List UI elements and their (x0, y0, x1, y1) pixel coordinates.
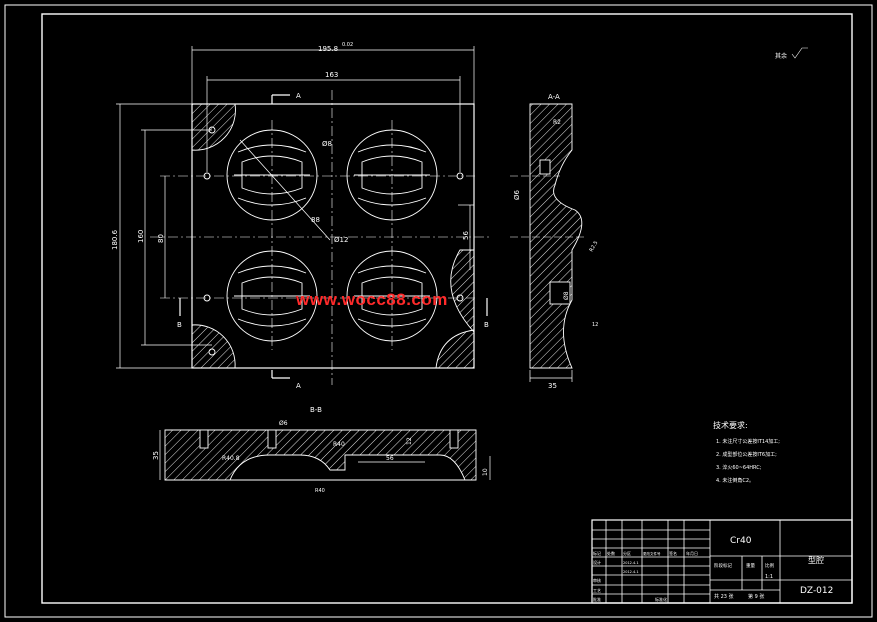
aa-dim-r: R2 (553, 119, 561, 126)
roughness-note: 其余 (775, 52, 787, 60)
tb-role-design: 设计 (593, 559, 601, 565)
tb-sheet-no: 第 9 张 (748, 593, 764, 600)
section-bb-view (159, 429, 491, 481)
tb-date1: 2012.4.1 (623, 561, 639, 565)
dia-label: Ø12 (334, 236, 348, 244)
dim-top-tol: 0.02 (342, 42, 353, 48)
bb-dim-r1: R40 (333, 441, 345, 448)
notes-title: 技术要求: (713, 420, 748, 430)
outer-border (4, 4, 873, 618)
aa-pocket (549, 281, 571, 305)
dim-center: 88 (311, 216, 320, 224)
aa-body (529, 103, 583, 369)
tb-std-label: 标准化 (655, 596, 667, 602)
tech-notes: 技术要求: 1. 未注尺寸公差按IT14加工; 2. 成型部位公差按IT6加工;… (713, 420, 780, 484)
plate-outline (191, 103, 475, 369)
dim-left: 180.6 (111, 229, 119, 250)
front-dimensions (116, 46, 475, 369)
bb-cutout (229, 454, 466, 481)
note-item-4: 4. 未注倒角C2。 (716, 477, 754, 484)
bb-dim-h2: 10 (482, 468, 489, 476)
tb-scale-label: 比例 (765, 562, 774, 569)
section-aa-view (510, 103, 585, 382)
side-boss-r (450, 249, 475, 334)
front-view (116, 46, 490, 385)
bb-dim-left: 35 (152, 451, 160, 460)
section-b-left: B (177, 321, 182, 329)
note-item-2: 2. 成型部位公差按IT6加工; (716, 451, 777, 458)
aa-dim-small: 12 (592, 322, 598, 328)
section-a-top: A (296, 92, 301, 100)
bb-dim-h: 12 (406, 437, 413, 445)
title-block-text: Cr40 型腔 DZ-012 1:1 共 23 张 第 9 张 阶段标记 重量 … (593, 536, 833, 602)
aa-dim-r2: R2.5 (589, 240, 600, 253)
center-lines (150, 90, 490, 385)
watermark: www.wocc88.com (296, 290, 448, 309)
dim-mid: 163 (325, 71, 338, 79)
bb-dim-r2: R40.8 (222, 455, 240, 462)
title-block (591, 519, 853, 604)
dim-left2: 160 (137, 230, 145, 243)
roughness-symbol (791, 47, 808, 59)
tb-row-label-4: 签名 (669, 550, 677, 556)
aa-dim-mid: Ø8 (563, 291, 570, 300)
tb-row-label-2: 分区 (623, 550, 631, 556)
tb-sheet-total: 共 23 张 (714, 593, 734, 600)
tb-role-process: 工艺 (593, 588, 601, 593)
tb-scale: 1:1 (765, 574, 773, 580)
note-item-1: 1. 未注尺寸公差按IT14加工; (716, 438, 780, 445)
inner-border (41, 13, 853, 604)
hole-label: Ø8 (322, 140, 332, 148)
bb-dim-mid: 56 (386, 455, 394, 462)
note-item-3: 3. 淬火60~64HRC; (716, 464, 762, 471)
tb-row-label-3: 更改文件号 (643, 551, 661, 556)
tb-role-review: 审核 (593, 577, 601, 583)
tb-stage-label: 阶段标记 (714, 562, 732, 569)
aa-title: A-A (548, 93, 560, 101)
dim-left3: 80 (157, 234, 165, 243)
bb-dim-d: Ø6 (279, 420, 288, 427)
section-a-bottom: A (296, 382, 301, 390)
corner-boss-bl (191, 324, 236, 369)
tb-weight-label: 重量 (746, 562, 755, 569)
corner-boss-br (435, 329, 475, 369)
section-marks (179, 94, 488, 379)
diag-dim-line (239, 139, 331, 241)
aa-dim-left: Ø6 (513, 189, 521, 200)
dim-top: 195.8 (318, 45, 338, 53)
section-b-right: B (484, 321, 489, 329)
tb-row-label-1: 处数 (607, 550, 615, 556)
bb-dim-r3: R40 (315, 488, 325, 494)
tb-row-label-0: 标记 (593, 550, 601, 556)
tb-role-approve: 批准 (593, 596, 601, 602)
tb-material: Cr40 (730, 536, 752, 546)
pin-hole-bl (208, 348, 216, 356)
tb-drawing-no: DZ-012 (800, 586, 833, 596)
aa-dim-bottom: 35 (548, 382, 557, 390)
tb-date2: 2012.4.1 (623, 570, 639, 574)
right-dim: 56 (462, 231, 470, 240)
bb-title: B-B (310, 406, 322, 414)
tb-row-label-5: 年月日 (686, 550, 698, 556)
tb-part-name: 型腔 (808, 555, 824, 565)
aa-slot (539, 159, 551, 175)
